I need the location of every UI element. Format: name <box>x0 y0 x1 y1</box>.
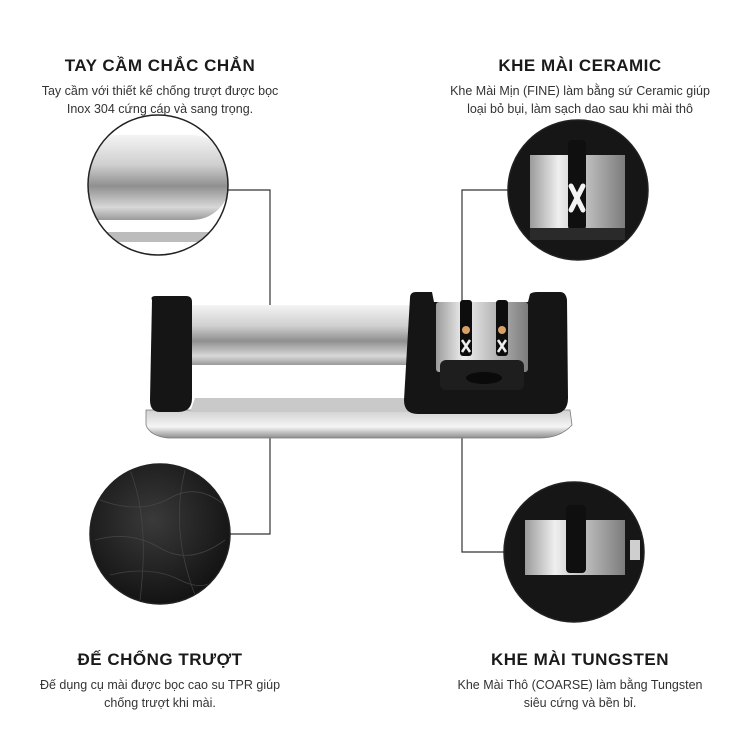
feature-base: ĐẾ CHỐNG TRƯỢT Đế dụng cụ mài được bọc c… <box>10 650 310 712</box>
handle-zoom-circle <box>87 114 229 256</box>
feature-handle-title: TAY CẦM CHẮC CHẮN <box>64 56 256 75</box>
knife-sharpener <box>145 292 573 439</box>
feature-tungsten-desc: Khe Mài Thô (COARSE) làm bằng Tungsten s… <box>420 676 740 712</box>
feature-tungsten: KHE MÀI TUNGSTEN Khe Mài Thô (COARSE) là… <box>420 650 740 712</box>
feature-handle: TAY CẦM CHẮC CHẮN Tay cầm với thiết kế c… <box>10 56 310 118</box>
feature-handle-desc-line2: Inox 304 cứng cáp và sang trọng. <box>66 102 254 116</box>
ceramic-zoom-circle <box>507 119 649 261</box>
base-zoom-circle <box>89 463 231 605</box>
feature-handle-desc: Tay cầm với thiết kế chống trượt được bọ… <box>10 82 310 118</box>
feature-tungsten-title: KHE MÀI TUNGSTEN <box>491 650 669 669</box>
feature-base-desc-line2: chống trượt khi mài. <box>104 696 216 710</box>
feature-base-desc-line1: Đế dụng cụ mài được bọc cao su TPR giúp <box>39 678 281 692</box>
feature-ceramic-desc-line2: loại bỏ bụi, làm sạch dao sau khi mài th… <box>467 102 693 116</box>
feature-ceramic-title: KHE MÀI CERAMIC <box>498 56 662 75</box>
feature-ceramic-desc-line1: Khe Mài Mịn (FINE) làm bằng sứ Ceramic g… <box>450 84 710 98</box>
tungsten-zoom-circle <box>503 481 645 623</box>
feature-ceramic: KHE MÀI CERAMIC Khe Mài Mịn (FINE) làm b… <box>420 56 740 118</box>
feature-handle-desc-line1: Tay cầm với thiết kế chống trượt được bọ… <box>41 84 279 98</box>
feature-ceramic-desc: Khe Mài Mịn (FINE) làm bằng sứ Ceramic g… <box>420 82 740 118</box>
feature-tungsten-desc-line1: Khe Mài Thô (COARSE) làm bằng Tungsten <box>457 678 703 692</box>
feature-base-title: ĐẾ CHỐNG TRƯỢT <box>77 650 243 669</box>
feature-base-desc: Đế dụng cụ mài được bọc cao su TPR giúp … <box>10 676 310 712</box>
feature-tungsten-desc-line2: siêu cứng và bền bỉ. <box>523 696 637 710</box>
